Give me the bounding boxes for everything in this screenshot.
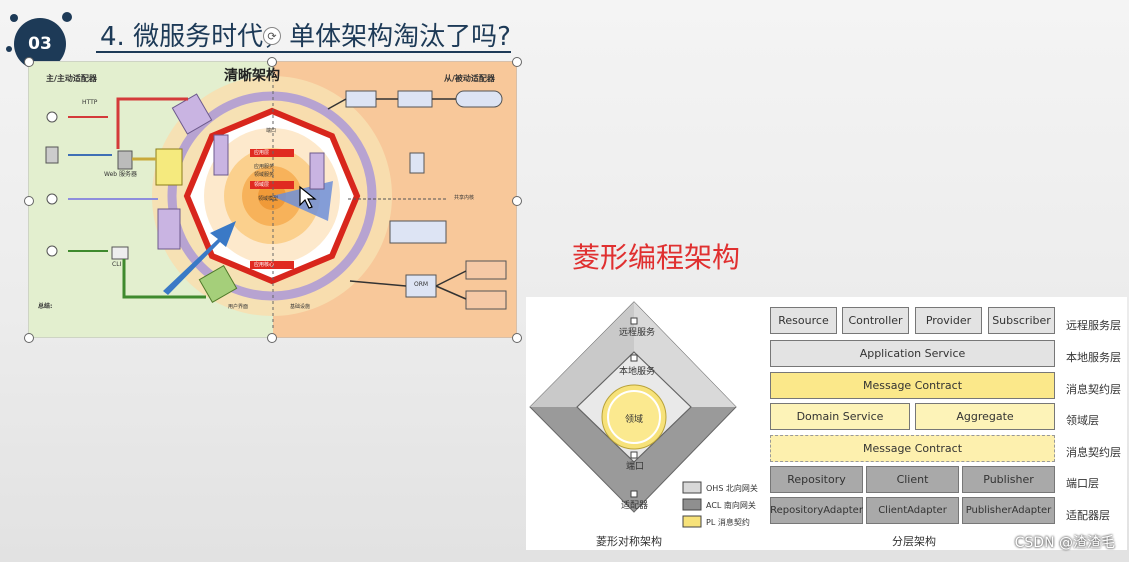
diamond-diagram	[529, 301, 737, 528]
layer-box-client-adapter: ClientAdapter	[866, 497, 959, 524]
mouse-cursor-icon	[299, 185, 317, 209]
slide-title: 4. 微服务时代，单体架构淘汰了吗?	[100, 22, 511, 52]
layer-box-publisher-adapter: PublisherAdapter	[962, 497, 1055, 524]
legend-acl: ACL 南向网关	[706, 501, 756, 510]
layer-label-adapter: 适配器层	[1066, 509, 1110, 522]
layer-domain-service: 领域服务	[254, 172, 275, 178]
layer-box-message-contract-lower: Message Contract	[770, 435, 1055, 462]
layer-box-publisher: Publisher	[962, 466, 1055, 493]
layer-box-repository-adapter: RepositoryAdapter	[770, 497, 863, 524]
layer-box-controller: Controller	[842, 307, 909, 334]
layered-architecture-caption: 分层架构	[892, 535, 936, 548]
clean-architecture-diagram	[28, 61, 517, 338]
resize-handle-top-right[interactable]	[512, 57, 522, 67]
title-underline	[96, 51, 511, 53]
legend-ohs: OHS 北向网关	[706, 484, 758, 493]
layer-application-service: 应用服务	[254, 164, 275, 170]
layer-label-domain: 领域层	[1066, 414, 1099, 427]
badge-dot	[10, 14, 18, 22]
layer-label-port: 端口层	[1066, 477, 1099, 490]
clean-architecture-image[interactable]: 清晰架构 主/主动适配器 从/被动适配器 HTTP Web 服务器 CLI 应用…	[28, 61, 517, 338]
resize-handle-top-left[interactable]	[24, 57, 34, 67]
web-server-label: Web 服务器	[104, 171, 137, 178]
badge-dot	[6, 46, 12, 52]
diamond-domain: 领域	[625, 415, 644, 425]
infrastructure-label: 基础设施	[290, 304, 311, 310]
layer-box-message-contract-upper: Message Contract	[770, 372, 1055, 399]
layer-domain-model: 领域模型	[258, 196, 279, 202]
layer-box-provider: Provider	[915, 307, 982, 334]
resize-handle-bottom[interactable]	[267, 333, 277, 343]
layer-box-aggregate: Aggregate	[915, 403, 1055, 430]
diamond-architecture-panel: 远程服务 本地服务 领域 端口 适配器 菱形对称架构 OHS 北向网关 ACL …	[526, 297, 1127, 550]
primary-adapters-header: 主/主动适配器	[46, 74, 97, 83]
csdn-watermark: CSDN @渣渣毛	[1014, 535, 1115, 551]
orm-label: ORM	[414, 281, 429, 288]
diamond-remote-service: 远程服务	[619, 328, 656, 338]
layer-label-remote-service: 远程服务层	[1066, 319, 1121, 332]
diamond-architecture-title: 菱形编程架构	[572, 241, 741, 274]
layer-application: 应用层	[254, 150, 270, 156]
layer-box-domain-service: Domain Service	[770, 403, 910, 430]
layer-box-application-service: Application Service	[770, 340, 1055, 367]
user-interface-label: 用户界面	[228, 304, 249, 310]
rotate-handle-icon[interactable]: ⟳	[263, 27, 281, 45]
layer-box-resource: Resource	[770, 307, 837, 334]
layer-label-local-service: 本地服务层	[1066, 351, 1121, 364]
shared-kernel-label: 共享内核	[454, 195, 475, 201]
application-core-label: 应用核心	[254, 262, 275, 268]
layer-domain: 领域层	[254, 182, 270, 188]
layer-label-message-contract-lower: 消息契约层	[1066, 446, 1121, 459]
notes-title: 总结:	[38, 303, 53, 310]
diamond-local-service: 本地服务	[619, 367, 656, 377]
cli-label: CLI	[112, 261, 122, 268]
layer-box-subscriber: Subscriber	[988, 307, 1055, 334]
resize-handle-top[interactable]	[267, 57, 277, 67]
diagram-center-title: 清晰架构	[224, 68, 280, 84]
secondary-adapters-header: 从/被动适配器	[444, 74, 495, 83]
diamond-caption: 菱形对称架构	[596, 535, 662, 548]
resize-handle-bottom-right[interactable]	[512, 333, 522, 343]
http-label: HTTP	[82, 99, 98, 106]
layer-label-message-contract-upper: 消息契约层	[1066, 383, 1121, 396]
layer-box-client: Client	[866, 466, 959, 493]
legend-pl: PL 消息契约	[706, 518, 750, 527]
resize-handle-right[interactable]	[512, 196, 522, 206]
diamond-port: 端口	[626, 462, 645, 472]
resize-handle-bottom-left[interactable]	[24, 333, 34, 343]
layer-box-repository: Repository	[770, 466, 863, 493]
diamond-adapter: 适配器	[621, 501, 649, 511]
resize-handle-left[interactable]	[24, 196, 34, 206]
port-label: 端口	[266, 128, 277, 134]
badge-dot	[62, 12, 72, 22]
